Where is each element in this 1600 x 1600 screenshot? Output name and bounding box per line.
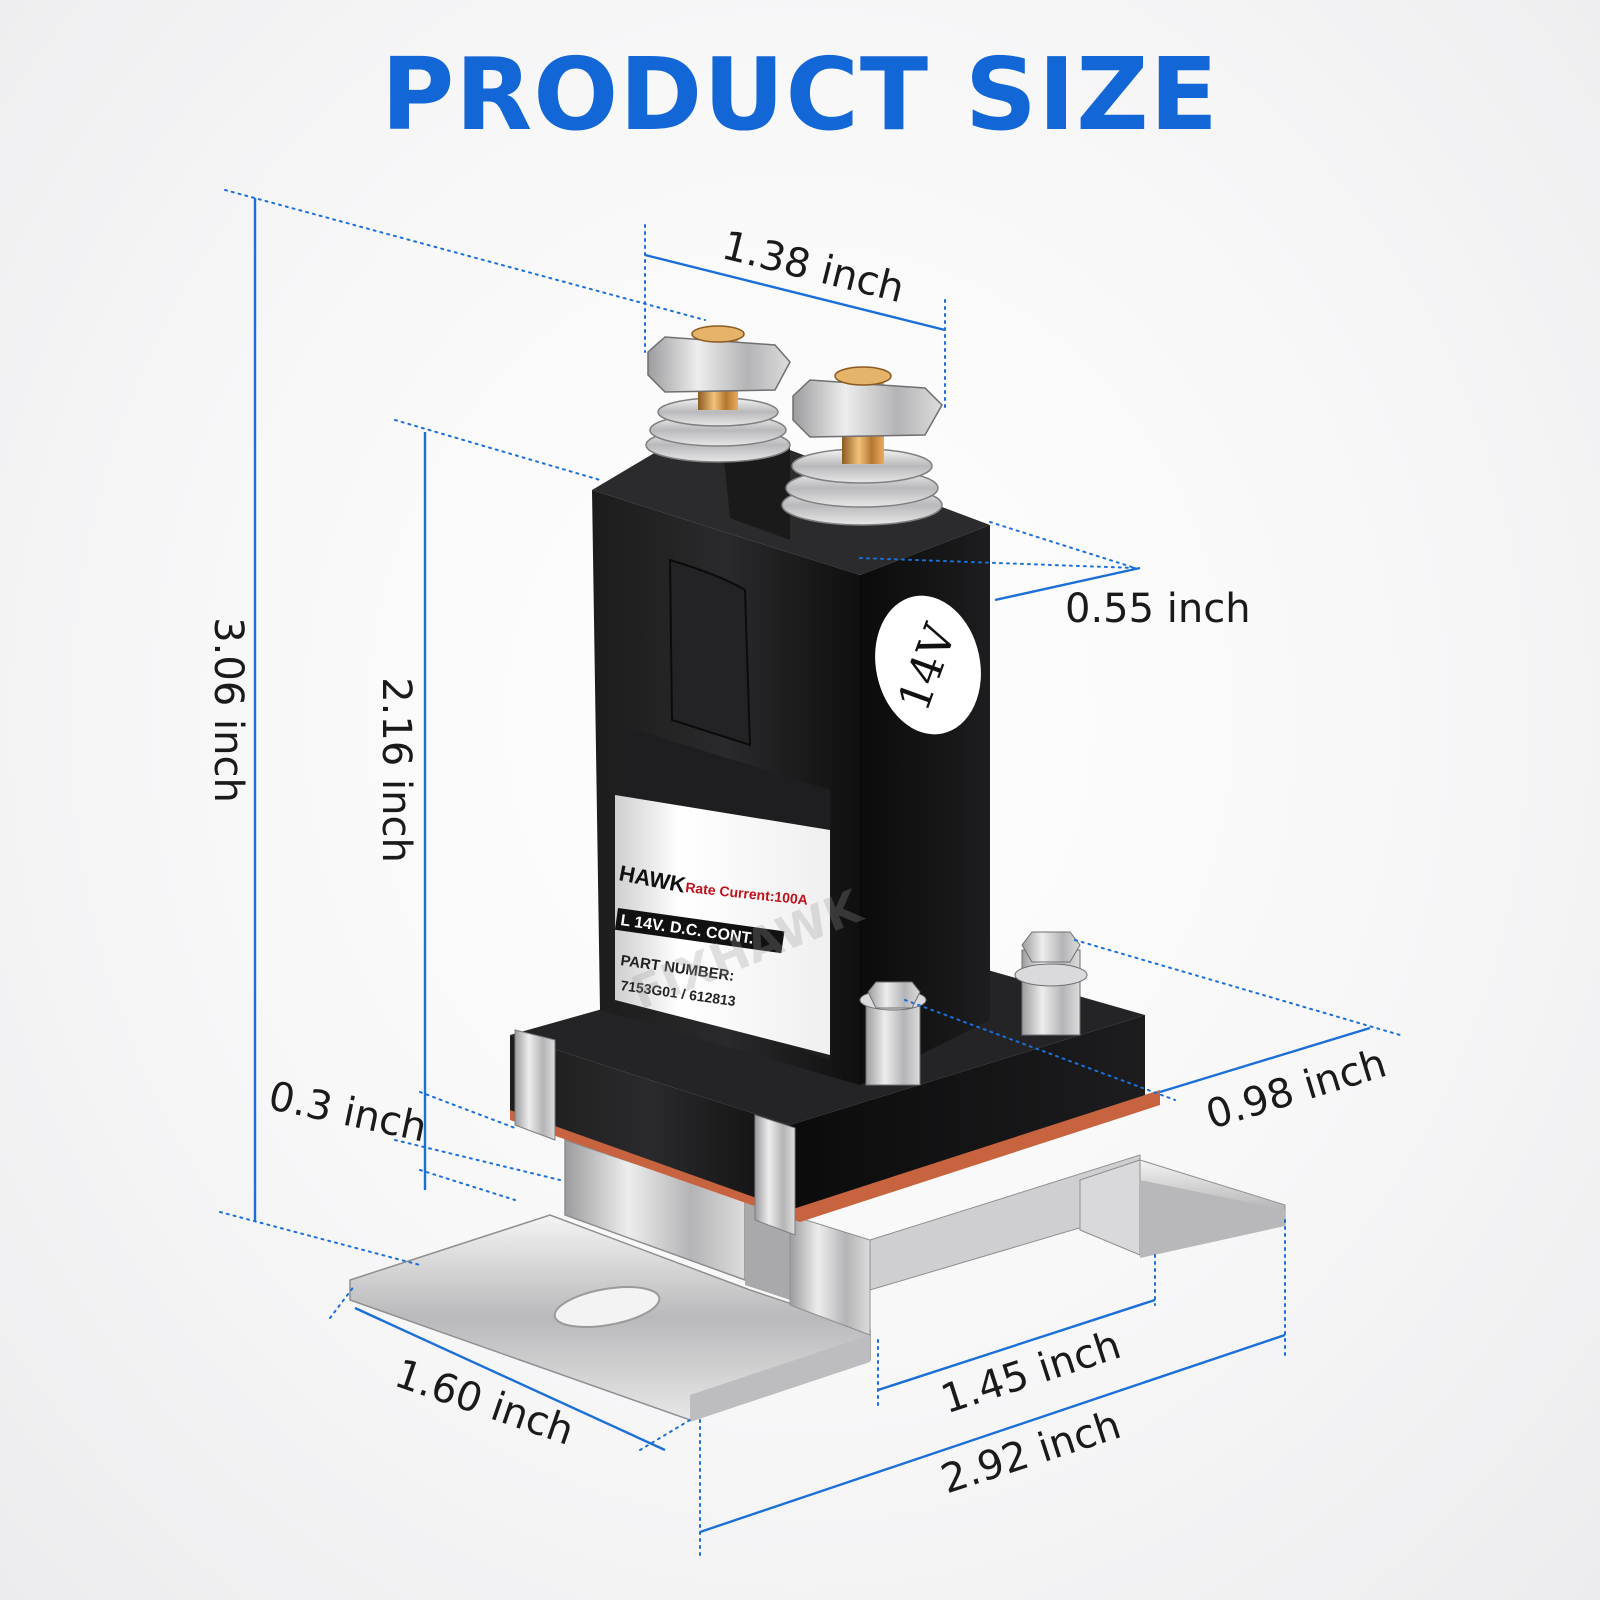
small-terminal-right bbox=[1014, 931, 1088, 1036]
voltage-badge: 14V bbox=[875, 595, 981, 735]
dim-label-body-depth: 0.55 inch bbox=[1065, 586, 1251, 632]
product-label: HAWK Rate Current:100A L 14V. D.C. CONT.… bbox=[614, 795, 830, 1055]
dim-label-overall-height: 3.06 inch bbox=[205, 617, 251, 803]
page-title: PRODUCT SIZE bbox=[381, 36, 1219, 153]
large-terminal-left bbox=[645, 325, 791, 463]
dim-label-body-height: 2.16 inch bbox=[373, 677, 419, 863]
dimension-labels: 1.38 inch 0.55 inch 3.06 inch 2.16 inch … bbox=[205, 223, 1392, 1504]
contactor-illustration: HAWK Rate Current:100A L 14V. D.C. CONT.… bbox=[349, 325, 1286, 1422]
dim-label-base-thickness: 0.3 inch bbox=[265, 1073, 431, 1151]
mounting-bracket bbox=[349, 1138, 1286, 1422]
small-terminal-left bbox=[859, 981, 927, 1086]
dim-label-terminal-spacing: 0.98 inch bbox=[1201, 1040, 1392, 1138]
large-terminal-right bbox=[781, 366, 943, 526]
dim-label-top-width: 1.38 inch bbox=[718, 223, 909, 313]
dimension-lines bbox=[219, 189, 1401, 1561]
